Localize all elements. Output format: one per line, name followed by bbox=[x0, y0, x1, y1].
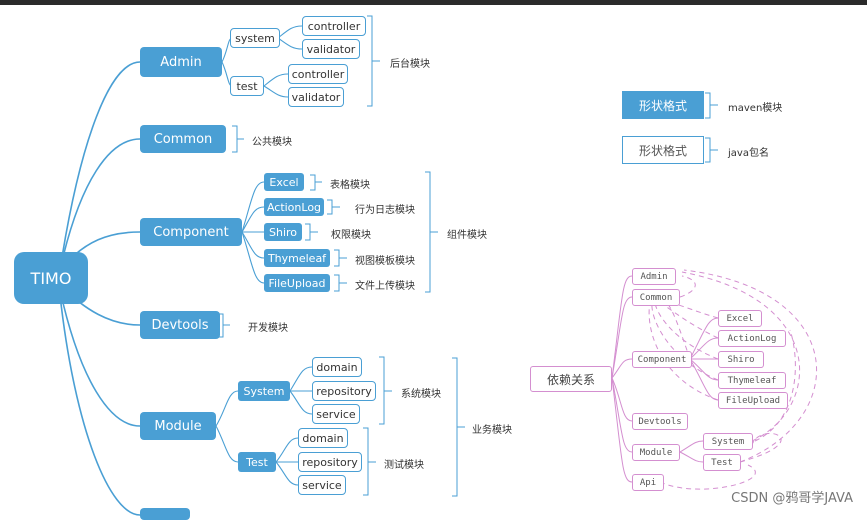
component-fileupload-note: 文件上传模块 bbox=[355, 281, 415, 292]
module-test-repository-node[interactable]: repository bbox=[298, 452, 362, 472]
module-test-note: 测试模块 bbox=[384, 460, 424, 471]
module-test-node[interactable]: Test bbox=[238, 452, 276, 472]
deps-shiro-node[interactable]: Shiro bbox=[718, 351, 764, 368]
component-excel-note: 表格模块 bbox=[330, 180, 370, 191]
component-actionlog-note: 行为日志模块 bbox=[355, 205, 415, 216]
legend-outline-desc: java包名 bbox=[728, 148, 769, 159]
legend-filled-shape: 形状格式 bbox=[622, 91, 704, 119]
module-system-service-node[interactable]: service bbox=[312, 404, 360, 424]
module-test-domain-node[interactable]: domain bbox=[298, 428, 348, 448]
admin-system-validator-node[interactable]: validator bbox=[302, 39, 360, 59]
admin-system-node[interactable]: system bbox=[230, 28, 280, 48]
module-system-repository-node[interactable]: repository bbox=[312, 381, 376, 401]
admin-system-controller-node[interactable]: controller bbox=[302, 16, 366, 36]
admin-test-validator-node[interactable]: validator bbox=[288, 87, 344, 107]
deps-api-node[interactable]: Api bbox=[632, 474, 664, 491]
deps-excel-node[interactable]: Excel bbox=[718, 310, 762, 327]
deps-system-node[interactable]: System bbox=[703, 433, 753, 450]
module-test-service-node[interactable]: service bbox=[298, 475, 346, 495]
devtools-node[interactable]: Devtools bbox=[140, 311, 220, 339]
component-shiro-note: 权限模块 bbox=[331, 230, 371, 241]
api-node-partial[interactable] bbox=[140, 508, 190, 520]
legend-outline-shape: 形状格式 bbox=[622, 136, 704, 164]
component-thymeleaf-note: 视图模板模块 bbox=[355, 256, 415, 267]
deps-module-node[interactable]: Module bbox=[632, 444, 680, 461]
deps-component-node[interactable]: Component bbox=[632, 351, 692, 368]
module-system-node[interactable]: System bbox=[238, 381, 290, 401]
component-note: 组件模块 bbox=[447, 230, 487, 241]
admin-test-node[interactable]: test bbox=[230, 76, 264, 96]
common-node[interactable]: Common bbox=[140, 125, 226, 153]
component-actionlog-node[interactable]: ActionLog bbox=[264, 198, 324, 216]
module-node[interactable]: Module bbox=[140, 412, 216, 440]
component-fileupload-node[interactable]: FileUpload bbox=[264, 274, 330, 292]
root-node[interactable]: TIMO bbox=[14, 252, 88, 304]
deps-devtools-node[interactable]: Devtools bbox=[632, 413, 688, 430]
component-shiro-node[interactable]: Shiro bbox=[264, 223, 302, 241]
window-top-bar bbox=[0, 0, 867, 5]
admin-note: 后台模块 bbox=[390, 59, 430, 70]
admin-node[interactable]: Admin bbox=[140, 47, 222, 77]
module-system-domain-node[interactable]: domain bbox=[312, 357, 362, 377]
legend-filled-desc: maven模块 bbox=[728, 103, 783, 114]
component-excel-node[interactable]: Excel bbox=[264, 173, 304, 191]
watermark: CSDN @鸦哥学JAVA bbox=[731, 491, 853, 506]
deps-title-node[interactable]: 依赖关系 bbox=[530, 366, 612, 392]
deps-test-node[interactable]: Test bbox=[703, 454, 741, 471]
deps-actionlog-node[interactable]: ActionLog bbox=[718, 330, 786, 347]
component-node[interactable]: Component bbox=[140, 218, 242, 246]
module-system-note: 系统模块 bbox=[401, 389, 441, 400]
common-note: 公共模块 bbox=[252, 137, 292, 148]
deps-admin-node[interactable]: Admin bbox=[632, 268, 676, 285]
module-note: 业务模块 bbox=[472, 425, 512, 436]
component-thymeleaf-node[interactable]: Thymeleaf bbox=[264, 249, 330, 267]
deps-common-node[interactable]: Common bbox=[632, 289, 680, 306]
deps-thymeleaf-node[interactable]: Thymeleaf bbox=[718, 372, 786, 389]
admin-test-controller-node[interactable]: controller bbox=[288, 64, 348, 84]
deps-fileupload-node[interactable]: FileUpload bbox=[718, 392, 788, 409]
devtools-note: 开发模块 bbox=[248, 323, 288, 334]
